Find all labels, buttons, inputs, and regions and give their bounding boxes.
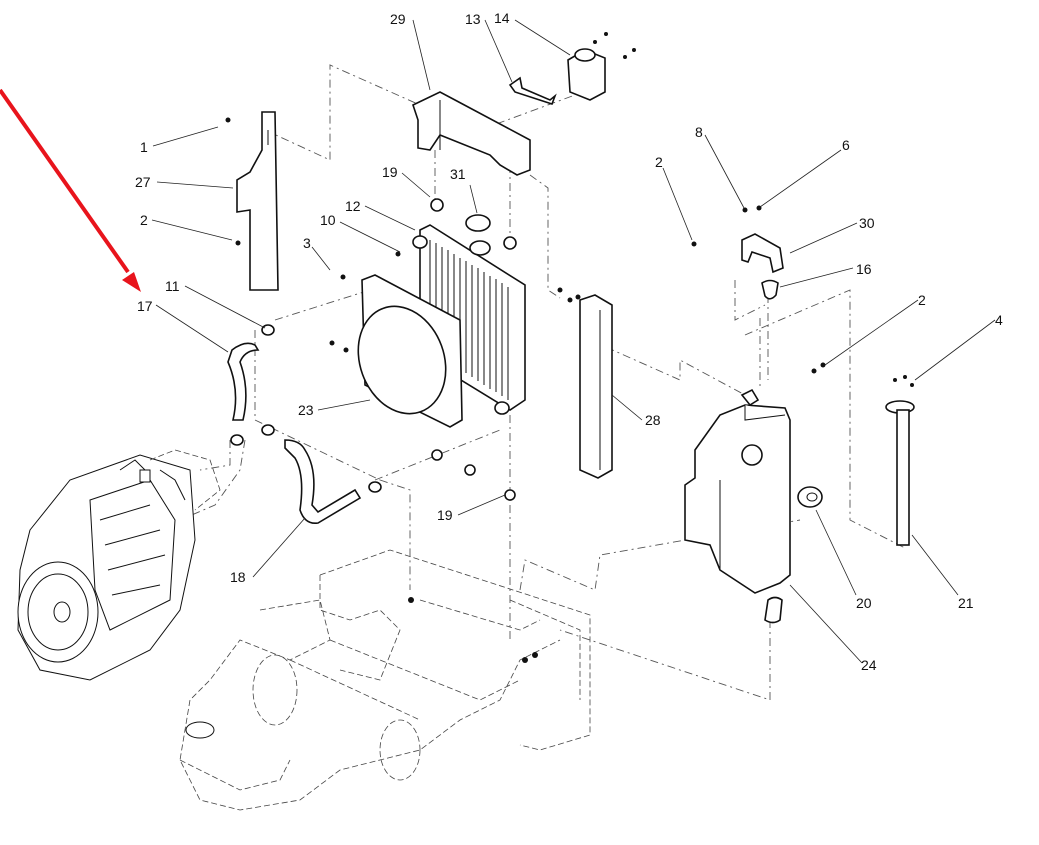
callout-17: 17 (137, 298, 153, 314)
assembly-guide-lines (179, 64, 906, 701)
leader-lines (151, 19, 996, 664)
fan-shroud (357, 274, 463, 428)
callout-8: 8 (695, 124, 703, 140)
callout-3: 3 (303, 235, 311, 251)
callout-12: 12 (345, 198, 361, 214)
side-bracket-right (579, 294, 613, 479)
side-bracket-left (236, 111, 279, 291)
callout-27: 27 (135, 174, 151, 190)
callout-2: 2 (140, 212, 148, 228)
callout-28: 28 (645, 412, 661, 428)
callout-1: 1 (140, 139, 148, 155)
top-bracket (412, 91, 531, 176)
callout-14: 14 (494, 10, 510, 26)
callout-10: 10 (320, 212, 336, 228)
callout-24: 24 (861, 657, 877, 673)
fuel-tank (684, 388, 791, 624)
highlight-arrow-head (122, 272, 141, 292)
highlight-arrow (0, 88, 141, 292)
callout-31: 31 (450, 166, 466, 182)
reservoir-bracket (508, 76, 557, 105)
callout-29: 29 (390, 11, 406, 27)
upper-hose (227, 342, 260, 421)
callout-30: 30 (859, 215, 875, 231)
callout-23: 23 (298, 402, 314, 418)
callout-labels: 1 27 2 17 11 3 10 12 19 31 29 13 14 23 2… (135, 10, 1003, 673)
rubber-bumper (761, 279, 779, 300)
callout-4: 4 (995, 312, 1003, 328)
callout-19-top: 19 (382, 164, 398, 180)
callout-16: 16 (856, 261, 872, 277)
engine-assembly (17, 449, 221, 681)
fuel-level-sender (885, 400, 915, 546)
radiator-fins (429, 240, 509, 400)
callout-21: 21 (958, 595, 974, 611)
callout-2-mid: 2 (655, 154, 663, 170)
callout-19-bottom: 19 (437, 507, 453, 523)
callout-2-right: 2 (918, 292, 926, 308)
radiator-cap (465, 214, 491, 232)
tank-strap-bracket (741, 233, 784, 274)
lower-hose (284, 439, 362, 525)
machine-frame (179, 549, 591, 811)
highlight-arrow-shaft (0, 88, 130, 274)
callout-20: 20 (856, 595, 872, 611)
hardware (225, 117, 914, 501)
coolant-reservoir (567, 32, 636, 101)
callout-18: 18 (230, 569, 246, 585)
callout-13: 13 (465, 11, 481, 27)
callout-6: 6 (842, 137, 850, 153)
fuel-cap (797, 486, 823, 508)
callout-11: 11 (165, 278, 180, 294)
